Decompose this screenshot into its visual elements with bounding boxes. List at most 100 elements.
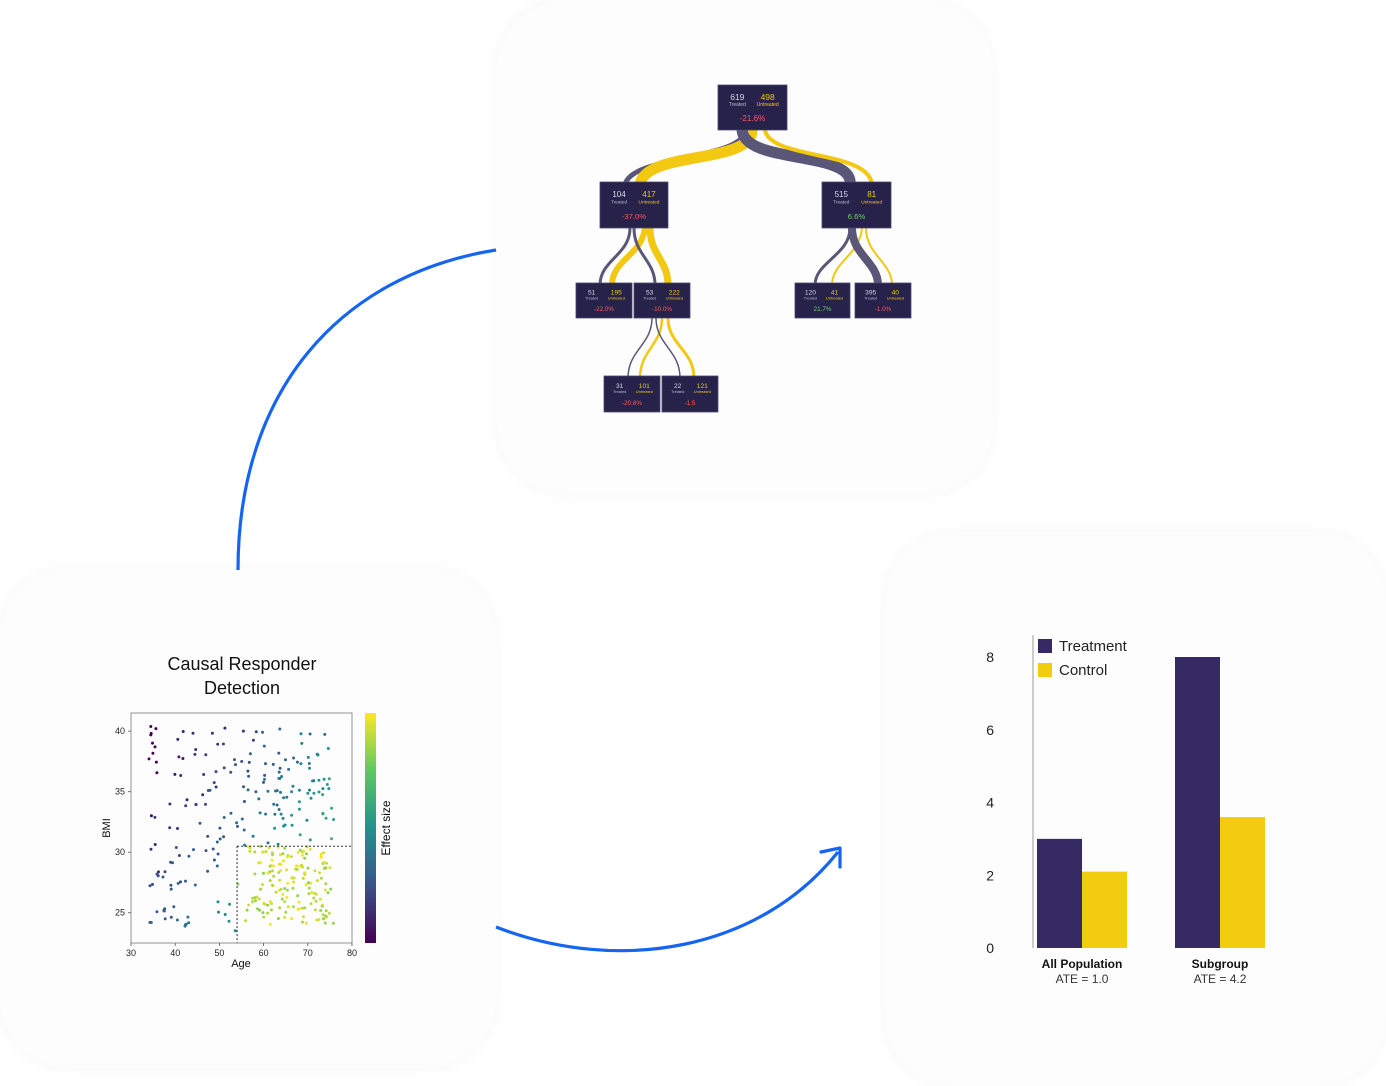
scatter-point xyxy=(285,795,289,799)
scatter-point xyxy=(323,732,327,736)
scatter-point xyxy=(168,826,172,830)
scatter-point xyxy=(259,844,263,848)
scatter-point xyxy=(223,726,227,730)
scatter-point xyxy=(253,872,257,876)
scatter-point xyxy=(283,887,287,890)
scatter-point xyxy=(264,812,268,816)
untreated-label: Untreated xyxy=(666,295,683,300)
bar-control xyxy=(1082,871,1127,948)
scatter-point xyxy=(229,770,233,774)
scatter-point xyxy=(187,921,191,925)
scatter-point xyxy=(291,886,295,890)
tree-node-box xyxy=(794,282,851,319)
scatter-point xyxy=(210,731,214,735)
scatter-point xyxy=(304,883,308,887)
scatter-point xyxy=(283,915,287,919)
scatter-point xyxy=(240,760,244,763)
scatter-point xyxy=(191,731,195,735)
scatter-point xyxy=(303,856,307,860)
scatter-point xyxy=(304,921,308,925)
scatter-point xyxy=(282,859,285,863)
treated-count: 619 xyxy=(730,92,744,102)
scatter-point xyxy=(204,849,208,853)
untreated-count: 417 xyxy=(642,190,656,199)
scatter-point xyxy=(297,788,301,792)
scatter-point xyxy=(308,766,311,770)
scatter-point xyxy=(318,871,322,875)
scatter-point xyxy=(228,902,232,906)
scatter-point xyxy=(161,875,165,879)
scatter-point xyxy=(198,821,202,825)
bar-control xyxy=(1220,817,1265,948)
x-tick-label: 70 xyxy=(303,948,313,958)
y-tick-label: 30 xyxy=(115,847,125,857)
scatter-point xyxy=(271,869,274,873)
untreated-label: Untreated xyxy=(861,200,882,206)
scatter-point xyxy=(290,790,294,794)
scatter-point xyxy=(319,855,323,859)
scatter-point xyxy=(202,773,206,776)
scatter-point xyxy=(211,847,215,851)
scatter-point xyxy=(306,791,310,795)
treated-label: Treated xyxy=(611,200,628,206)
scatter-point xyxy=(280,897,284,901)
x-tick-label: 60 xyxy=(259,948,269,958)
tree-link-treated xyxy=(598,227,632,286)
scatter-point xyxy=(315,879,319,883)
legend-swatch xyxy=(1038,639,1052,653)
scatter-point xyxy=(281,816,285,820)
scatter-point xyxy=(279,869,283,872)
treated-count: 120 xyxy=(805,290,816,297)
scatter-point xyxy=(285,888,289,892)
scatter-point xyxy=(319,876,323,880)
scatter-point xyxy=(300,853,304,857)
scatter-point xyxy=(291,784,295,788)
y-tick-label: 2 xyxy=(986,867,994,883)
scatter-point xyxy=(217,910,220,914)
scatter-point xyxy=(283,846,287,850)
untreated-label: Untreated xyxy=(639,200,660,206)
scatter-point xyxy=(266,841,270,845)
scatter-point xyxy=(194,803,198,807)
treated-label: Treated xyxy=(613,389,626,394)
scatter-point xyxy=(266,903,269,907)
scatter-point xyxy=(279,887,283,891)
scatter-point xyxy=(286,881,290,885)
tree-link-untreated xyxy=(831,227,863,286)
scatter-point xyxy=(151,741,154,745)
category-ate-label: ATE = 1.0 xyxy=(1056,972,1109,986)
scatter-point xyxy=(279,853,282,857)
treated-label: Treated xyxy=(833,200,850,206)
scatter-point xyxy=(317,918,321,921)
scatter-point xyxy=(321,913,325,917)
colorbar xyxy=(365,713,376,943)
scatter-point xyxy=(273,826,277,830)
scatter-point xyxy=(244,919,248,923)
scatter-point xyxy=(176,737,180,741)
treatment-effect: -1.0% xyxy=(875,306,892,313)
tree-link-treated xyxy=(655,317,681,379)
scatter-point xyxy=(155,771,159,775)
scatter-point xyxy=(177,854,181,857)
scatter-point xyxy=(312,896,316,900)
scatter-point xyxy=(266,911,270,915)
scatter-point xyxy=(193,752,197,756)
scatter-point xyxy=(247,903,251,907)
scatter-point xyxy=(279,862,283,866)
scatter-point xyxy=(278,777,282,780)
scatter-point xyxy=(324,909,328,913)
scatter-point xyxy=(312,791,316,795)
treatment-effect: -22.0% xyxy=(594,306,614,313)
scatter-point xyxy=(326,747,330,750)
scatter-point xyxy=(268,879,272,883)
scatter-point xyxy=(324,816,328,820)
tree-link-untreated xyxy=(638,317,664,379)
scatter-point xyxy=(193,883,197,887)
scatter-point xyxy=(223,913,227,916)
scatter-point xyxy=(246,845,250,849)
tree-node-box xyxy=(575,282,633,319)
scatter-point xyxy=(299,732,303,736)
scatter-point xyxy=(153,843,157,846)
